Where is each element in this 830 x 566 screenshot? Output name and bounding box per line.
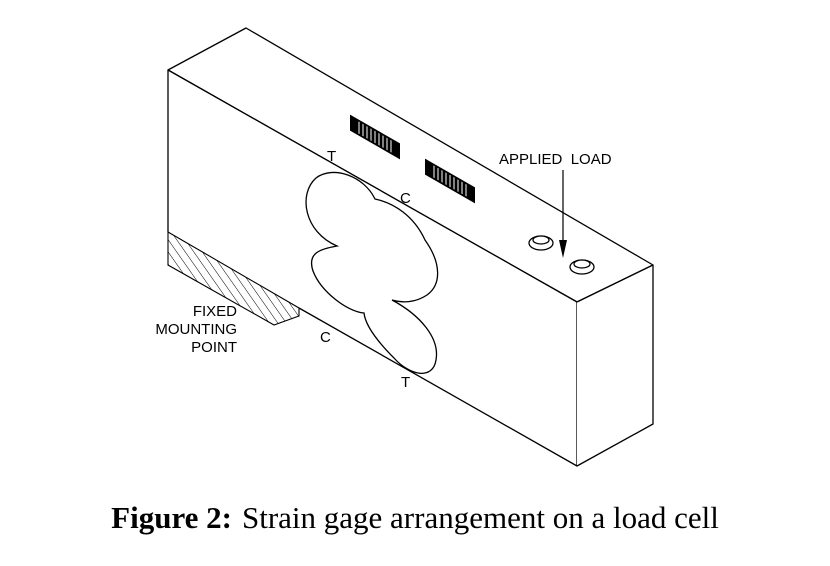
label-applied-load: APPLIED LOAD [499, 151, 612, 168]
mounting-hole-2 [569, 259, 595, 275]
label-point: POINT [191, 339, 237, 356]
applied-load-arrow [559, 170, 567, 258]
fixed-mount-hatch [167, 231, 300, 326]
strain-gage-2 [425, 158, 475, 204]
label-mounting: MOUNTING [155, 321, 237, 338]
mounting-hole-1 [528, 235, 554, 251]
figure-caption-text: Strain gage arrangement on a load cell [241, 500, 719, 535]
strain-gage-1 [350, 114, 400, 160]
label-top-c: C [400, 190, 411, 207]
load-cell-diagram: T C C T APPLIED LOAD FIXED MOUNTING POIN… [155, 27, 654, 467]
label-bottom-c: C [320, 329, 331, 346]
figure-number: Figure 2: [111, 500, 232, 535]
end-face [576, 264, 654, 467]
label-top-t: T [327, 148, 336, 165]
binocular-cutout [305, 171, 439, 374]
figure-caption: Figure 2: Strain gage arrangement on a lo… [0, 500, 830, 536]
label-bottom-t: T [401, 374, 410, 391]
label-fixed: FIXED [193, 303, 237, 320]
